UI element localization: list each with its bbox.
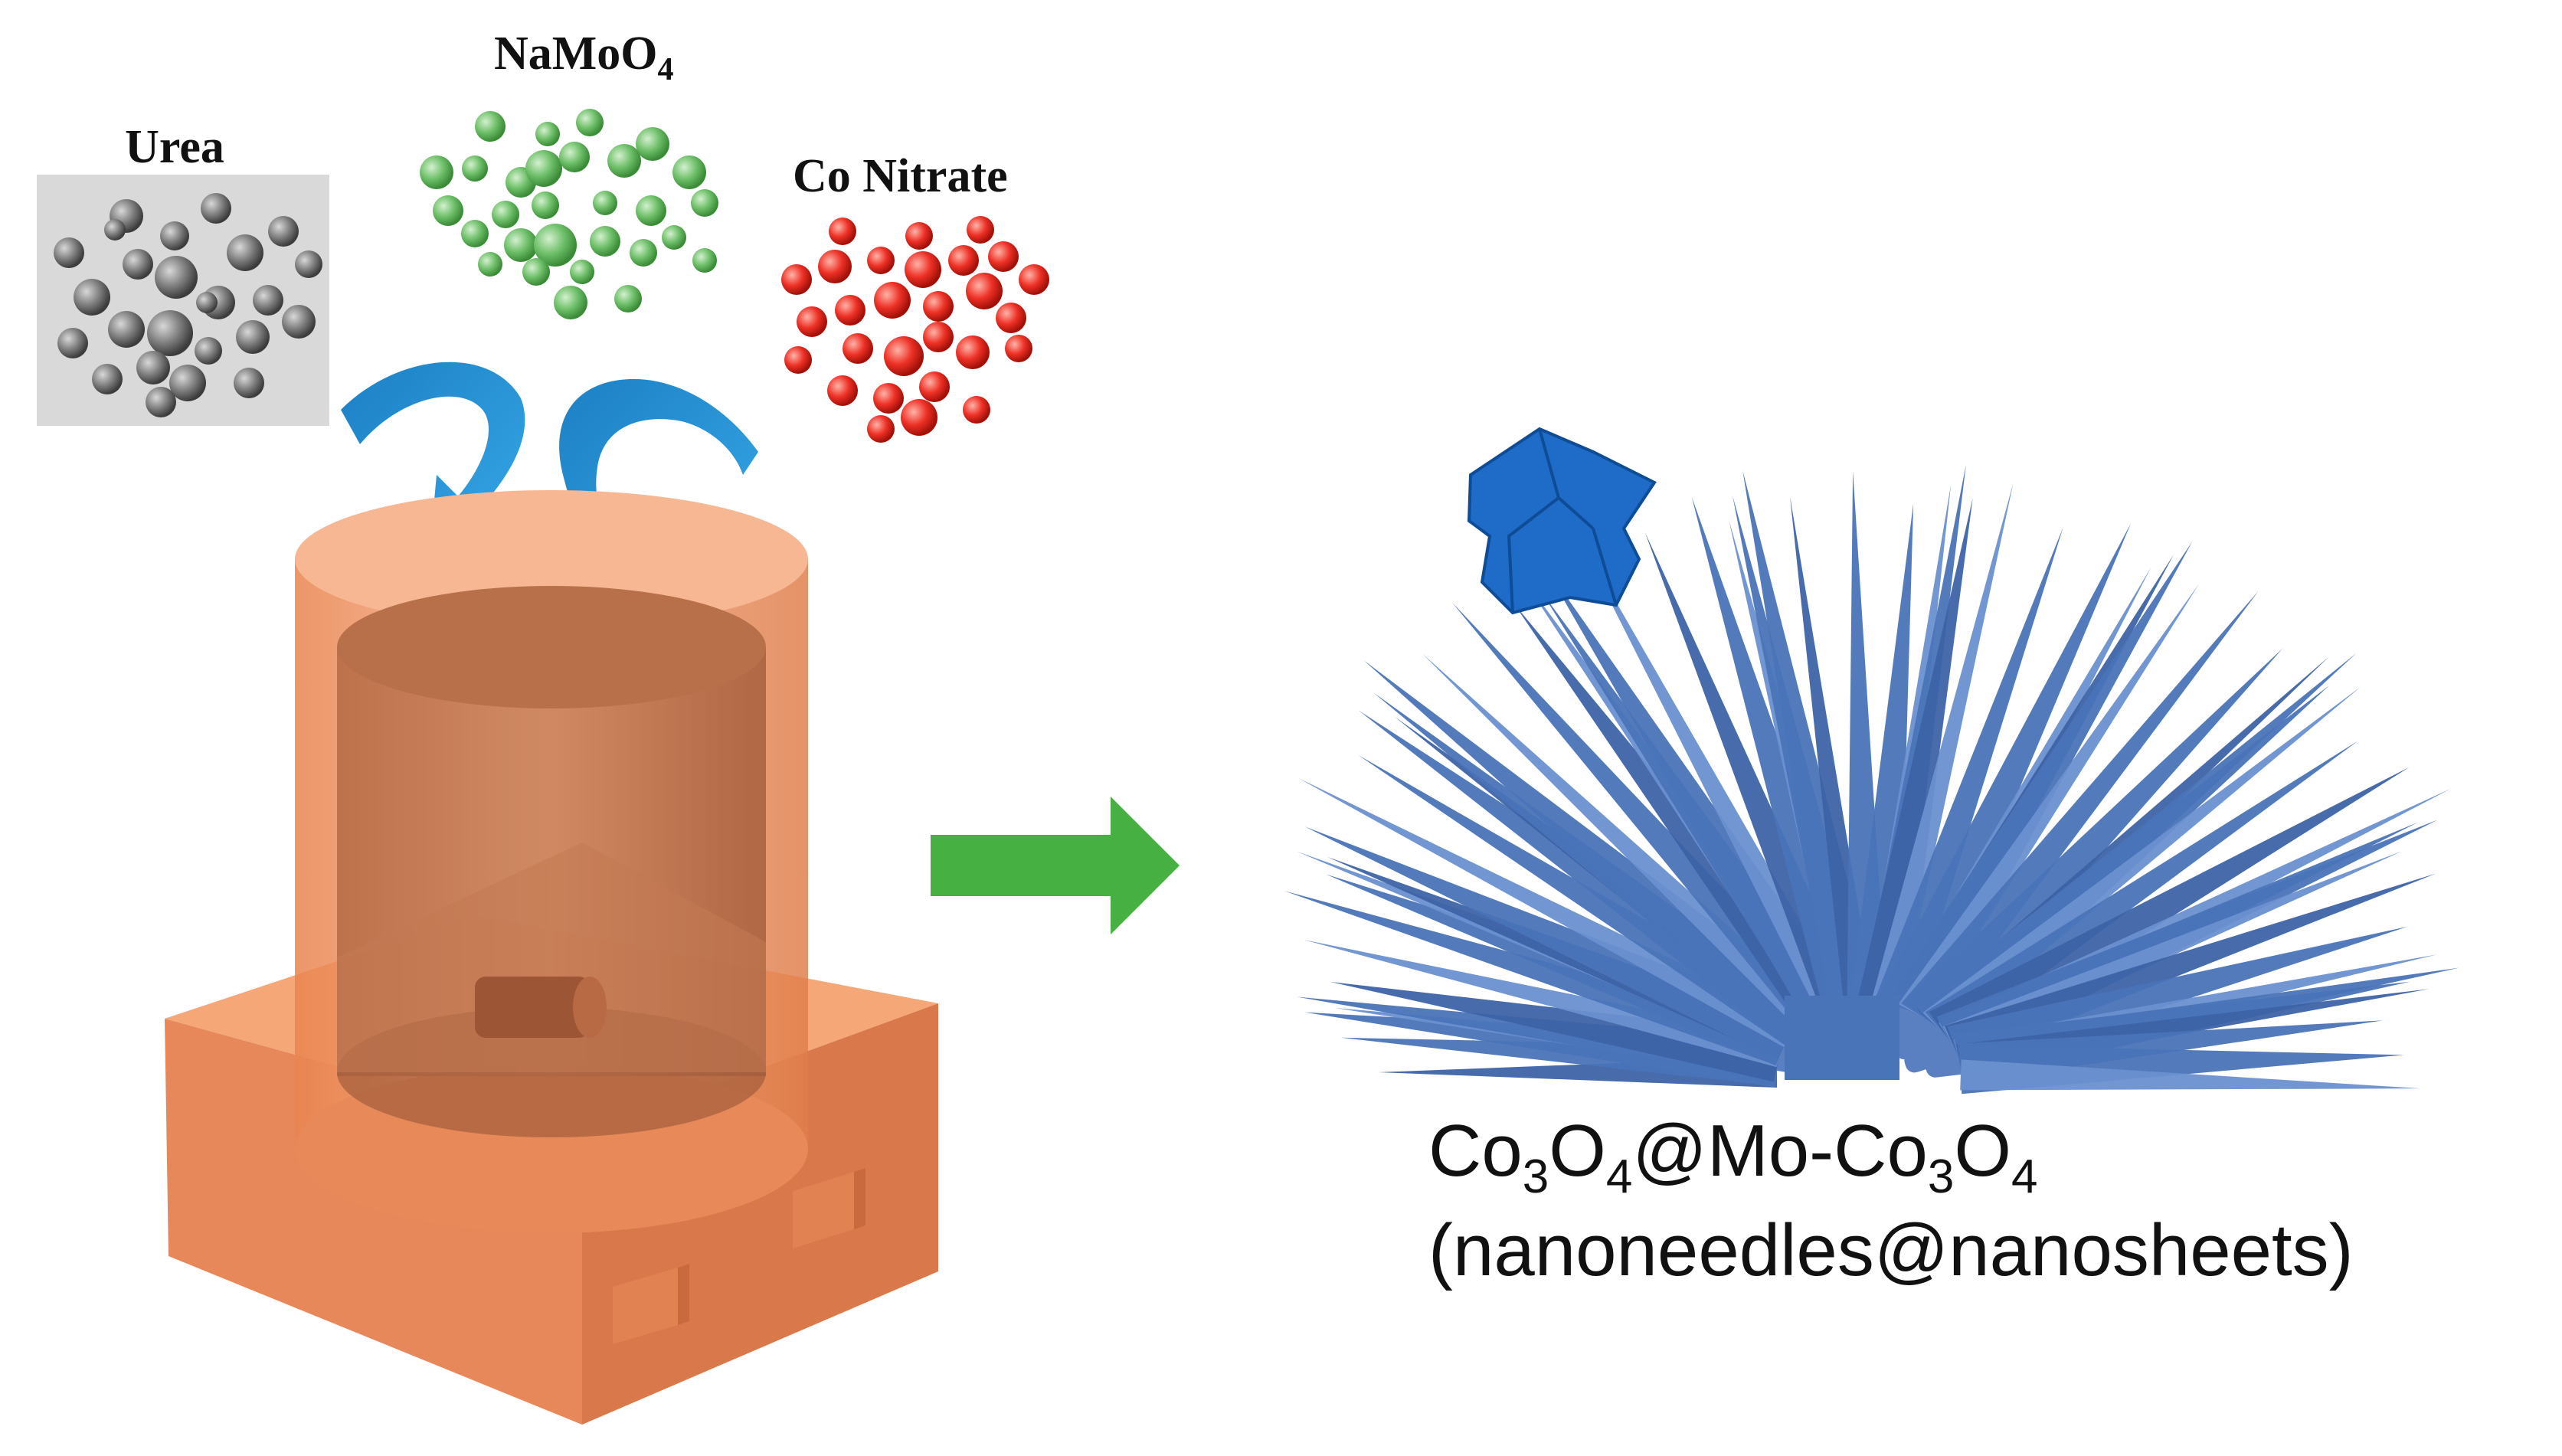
nanoneedle — [1422, 654, 1822, 1029]
nanoneedle — [1304, 940, 1785, 1068]
namoo4-label-main: NaMoO — [494, 28, 658, 80]
autoclave — [165, 490, 938, 1425]
autoclave-knob-2 — [793, 1172, 854, 1248]
needle-core — [1785, 996, 1899, 1080]
autoclave-knob-1 — [613, 1268, 678, 1344]
flow-arrows — [341, 362, 758, 582]
nanoneedle — [1870, 483, 2014, 1008]
nanoneedle — [1898, 584, 2199, 1019]
nanoneedle — [1857, 498, 1973, 1008]
nanoneedle — [1304, 1012, 1782, 1088]
autoclave-inner-shading — [337, 843, 766, 1072]
autoclave-knob-2-side — [854, 1168, 865, 1229]
nanoneedle — [1298, 777, 1801, 1048]
co-nitrate-reagent: Co Nitrate — [781, 150, 1049, 443]
namoo4-label-sub: 4 — [658, 52, 674, 87]
product-description: (nanoneedles@nanosheets) — [1428, 1209, 2354, 1291]
nanorod-stub — [1904, 1038, 1965, 1073]
co-nitrate-label: Co Nitrate — [793, 150, 1008, 202]
nanoneedle — [1326, 874, 1796, 1065]
nanoneedle — [1363, 660, 1824, 1040]
namoo4-spheres — [420, 109, 718, 319]
urea-label: Urea — [125, 121, 224, 173]
urea-spheres — [54, 193, 322, 417]
urea-reagent: Urea — [37, 121, 329, 426]
nanoneedle — [1886, 541, 2193, 1021]
product-formula: Co3O4@Mo-Co3O4 — [1428, 1110, 2038, 1203]
process-arrow — [931, 797, 1180, 934]
nanoneedles-structure — [1284, 464, 2459, 1094]
nanoneedle — [1960, 1059, 2421, 1091]
co-nitrate-spheres — [781, 216, 1049, 443]
nanoneedle — [1874, 526, 2063, 1012]
nanoneedle — [1304, 826, 1801, 1061]
nanosheet — [1467, 427, 1657, 615]
product-label: Co3O4@Mo-Co3O4 (nanoneedles@nanosheets) — [1428, 1110, 2354, 1291]
nanoneedle — [1877, 523, 2132, 1016]
autoclave-knob-1-side — [678, 1264, 689, 1325]
flow-arrow-left — [341, 362, 525, 559]
flow-arrow-right — [559, 378, 758, 582]
namoo4-reagent: NaMoO4 — [420, 28, 718, 319]
autoclave-outer-top — [295, 490, 808, 628]
nanoneedle — [1901, 591, 2259, 1025]
nanoneedle — [1860, 464, 1966, 1006]
nanoneedle — [1330, 981, 1785, 1082]
nanoneedle — [1284, 891, 1791, 1065]
nanoneedle — [1905, 648, 2283, 1032]
autoclave-inner-top — [337, 586, 766, 708]
stir-bar — [475, 977, 607, 1038]
namoo4-label: NaMoO4 — [494, 28, 674, 87]
nanoneedle — [1297, 996, 1782, 1081]
